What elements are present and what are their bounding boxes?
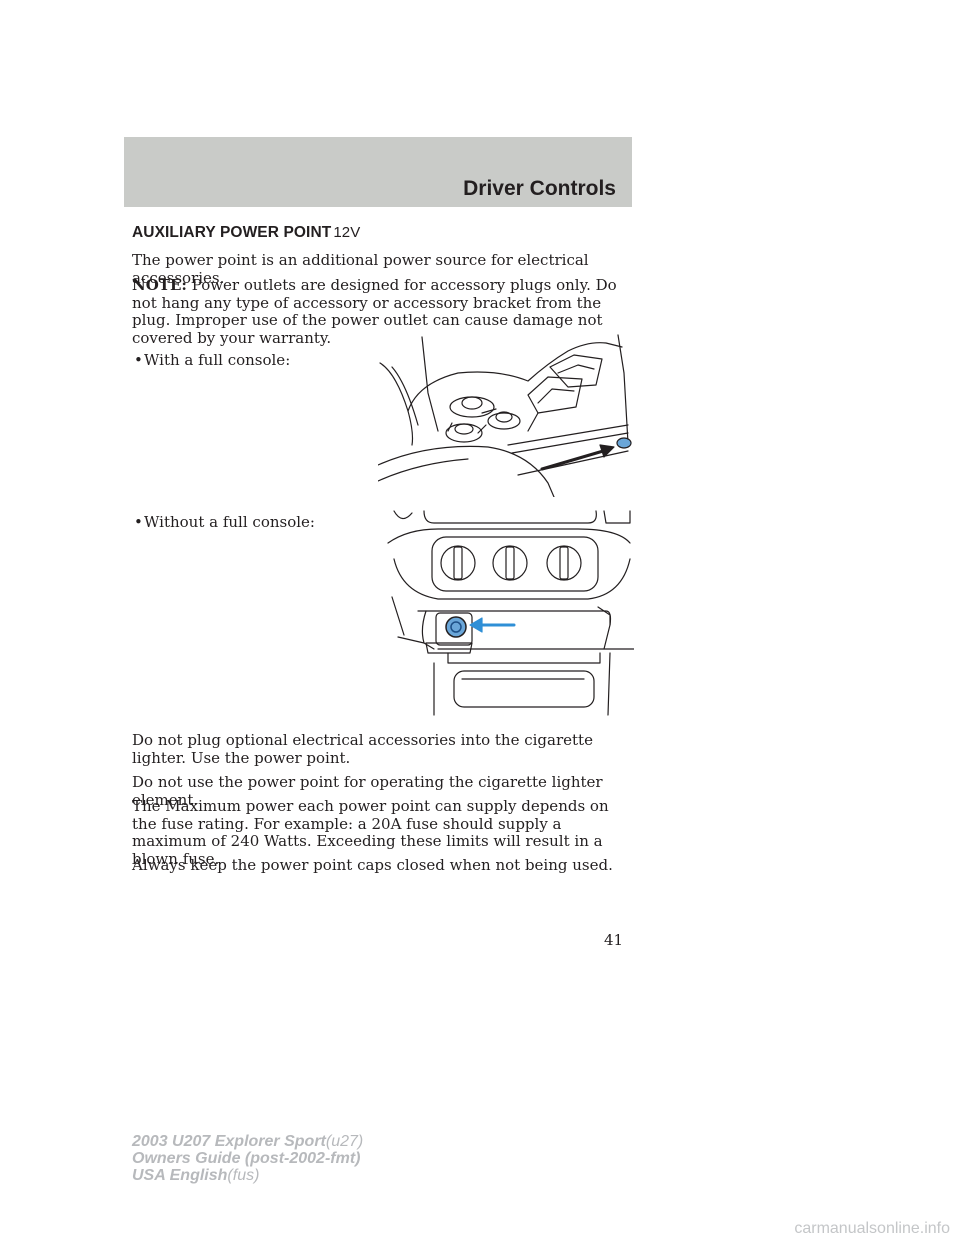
paragraph-keep-caps-closed: Always keep the power point caps closed … <box>132 856 613 874</box>
header-band: Driver Controls <box>124 137 632 207</box>
page-title: Driver Controls <box>463 177 616 200</box>
bullet-label: With a full console: <box>144 351 291 369</box>
footer-language: USA English <box>132 1167 228 1184</box>
section-heading-text: AUXILIARY POWER POINT <box>132 224 332 241</box>
dash-power-point-illustration <box>387 510 634 716</box>
footer-model-code: (u27) <box>325 1133 364 1150</box>
voltage-symbol: 12V <box>333 224 361 241</box>
footer-guide-format: Owners Guide (post-2002-fmt) <box>132 1150 361 1167</box>
bullet-dot: • <box>134 351 143 369</box>
paragraph-lighter-element: Do not use the power point for operating… <box>132 773 603 809</box>
paragraph-cigarette-lighter: Do not plug optional electrical accessor… <box>132 731 593 767</box>
note-text: Power outlets are designed for accessory… <box>132 276 617 347</box>
intro-paragraph: The power point is an additional power s… <box>132 251 589 287</box>
full-console-power-point-illustration <box>378 334 632 497</box>
footer-edition-info: 2003 U207 Explorer Sport(u27) Owners Gui… <box>132 1133 363 1184</box>
watermark: carmanualsonline.info <box>794 1220 950 1237</box>
bullet-label: Without a full console: <box>144 513 315 531</box>
page-number: 41 <box>604 931 624 949</box>
paragraph-maximum-power: The Maximum power each power point can s… <box>132 797 609 868</box>
bullet-dot: • <box>134 513 143 531</box>
footer-language-code: (fus) <box>227 1167 260 1184</box>
bullet-without-console: •Without a full console: <box>134 513 315 532</box>
bullet-full-console: •With a full console: <box>134 351 291 370</box>
note-paragraph: NOTE: Power outlets are designed for acc… <box>132 276 632 347</box>
footer-model: 2003 U207 Explorer Sport <box>132 1133 326 1150</box>
note-label: NOTE: <box>132 276 187 294</box>
